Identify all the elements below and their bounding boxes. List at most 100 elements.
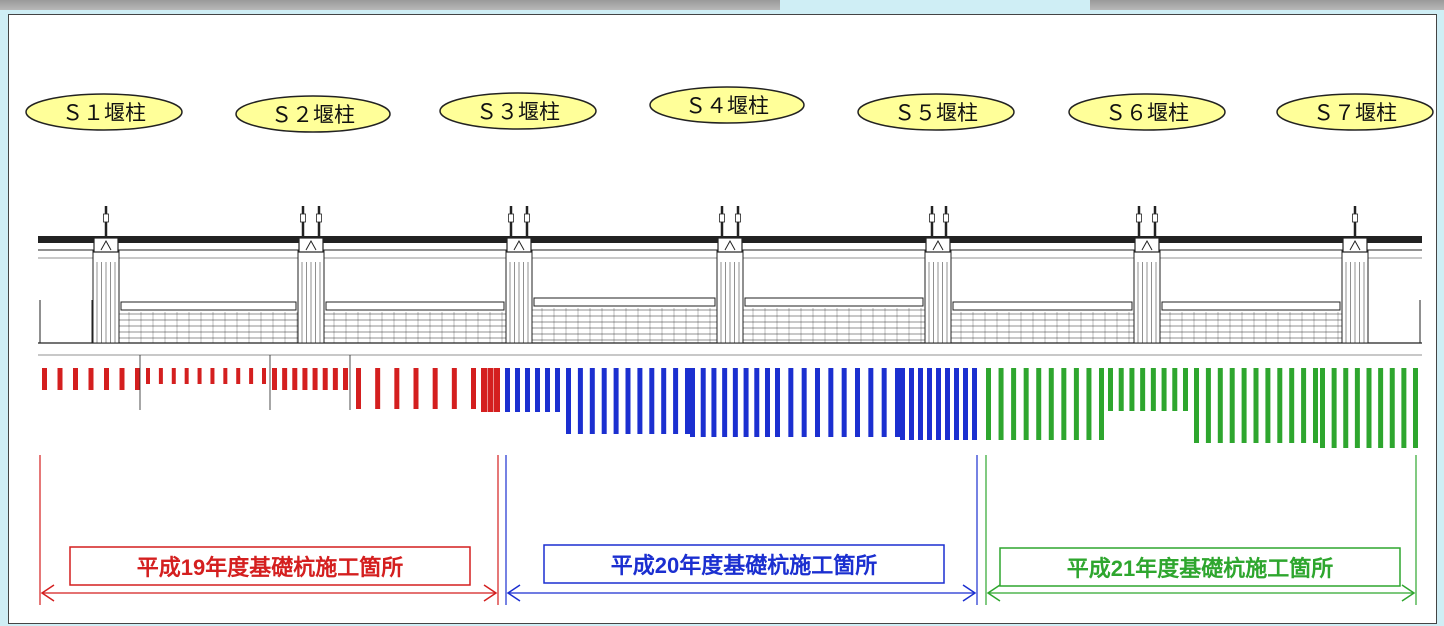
pile <box>487 368 494 412</box>
pier-label-text: Ｓ６堰柱 <box>1105 102 1189 125</box>
pile <box>765 368 770 437</box>
pile <box>1354 368 1360 448</box>
pile <box>1205 368 1211 443</box>
pile <box>722 368 728 437</box>
pile <box>135 368 140 390</box>
pile <box>171 368 176 384</box>
pile <box>471 368 476 409</box>
pile <box>236 368 241 384</box>
pile <box>1331 368 1337 448</box>
hoist-cap <box>719 213 725 223</box>
pile <box>375 368 381 409</box>
pile <box>700 368 706 437</box>
phase-h20-range: 平成20年度基礎杭施工箇所 <box>505 455 978 605</box>
pier-label-s6: Ｓ６堰柱 <box>1068 93 1226 131</box>
pile <box>1301 368 1307 443</box>
gate-hoist-mark <box>513 239 525 251</box>
pile <box>613 368 619 434</box>
pier-label-s5: Ｓ５堰柱 <box>857 93 1015 131</box>
pile <box>954 368 959 440</box>
pile <box>881 368 887 437</box>
pile <box>927 368 932 440</box>
weir-structure-drawing <box>38 206 1422 356</box>
pile <box>743 368 749 437</box>
gate-machine <box>506 237 532 253</box>
gate-machine <box>925 237 951 253</box>
phase-h19-label: 平成19年度基礎杭施工箇所 <box>137 555 403 580</box>
gate-leaf <box>744 297 924 307</box>
pile <box>1241 368 1247 443</box>
pile <box>184 368 189 384</box>
pier-label-text: Ｓ５堰柱 <box>894 102 978 125</box>
pile <box>481 368 487 412</box>
pile <box>963 368 968 440</box>
pile <box>1161 368 1167 411</box>
pile <box>998 368 1004 440</box>
pile <box>972 368 977 440</box>
gate-leaf <box>325 301 505 311</box>
foundation-piles <box>42 355 1418 448</box>
pile <box>566 368 571 434</box>
pile <box>1401 368 1407 448</box>
pile <box>292 368 298 390</box>
hoist-cap <box>943 213 949 223</box>
hoist-cap <box>300 213 306 223</box>
pile <box>732 368 738 437</box>
pile <box>515 368 520 412</box>
pile <box>1140 368 1146 411</box>
right-abutment <box>1367 300 1421 344</box>
pile <box>158 368 163 384</box>
pile <box>577 368 583 434</box>
pile <box>1343 368 1349 448</box>
pile <box>1366 368 1372 448</box>
pile <box>661 368 667 434</box>
pile <box>555 368 560 412</box>
pile <box>1229 368 1235 443</box>
pile <box>868 368 874 437</box>
pile <box>1413 368 1418 448</box>
gate-hoist-mark <box>305 239 317 251</box>
pile <box>356 368 361 409</box>
phase-h19-range: 平成19年度基礎杭施工箇所 <box>39 455 499 605</box>
hoist-cap <box>1352 213 1358 223</box>
pile <box>711 368 717 437</box>
pile <box>909 368 914 440</box>
gate-leaf <box>120 301 297 311</box>
pile <box>1086 368 1092 440</box>
pile <box>1048 368 1054 440</box>
gate-machine <box>298 237 324 253</box>
pile <box>332 368 338 390</box>
pier-label-s4: Ｓ４堰柱 <box>649 86 805 124</box>
pier-label-s1: Ｓ１堰柱 <box>25 93 183 131</box>
pile <box>394 368 400 409</box>
pile <box>649 368 655 434</box>
hoist-cap <box>1152 213 1158 223</box>
hoist-cap <box>929 213 935 223</box>
pile <box>690 368 695 437</box>
gate-hoist-mark <box>100 239 112 251</box>
pile <box>525 368 530 412</box>
pile <box>322 368 328 390</box>
pile <box>432 368 438 409</box>
top-bar-left <box>0 0 780 10</box>
phase-h21-range: 平成21年度基礎杭施工箇所 <box>985 455 1417 605</box>
gate-leaf <box>1161 301 1341 311</box>
pile <box>272 368 277 390</box>
left-abutment <box>39 300 93 344</box>
pile <box>936 368 941 440</box>
pile <box>1277 368 1283 443</box>
pile <box>1150 368 1156 411</box>
pile <box>1023 368 1029 440</box>
phase-h21-label: 平成21年度基礎杭施工箇所 <box>1067 556 1333 581</box>
pile <box>1389 368 1395 448</box>
gate-leaf <box>952 301 1133 311</box>
hoist-cap <box>316 213 322 223</box>
pier-label-text: Ｓ４堰柱 <box>685 95 769 118</box>
pile <box>249 368 254 384</box>
hoist-cap <box>524 213 530 223</box>
pile <box>119 368 125 390</box>
gate-machine <box>717 237 743 253</box>
pile <box>1378 368 1384 448</box>
pile <box>788 368 794 437</box>
